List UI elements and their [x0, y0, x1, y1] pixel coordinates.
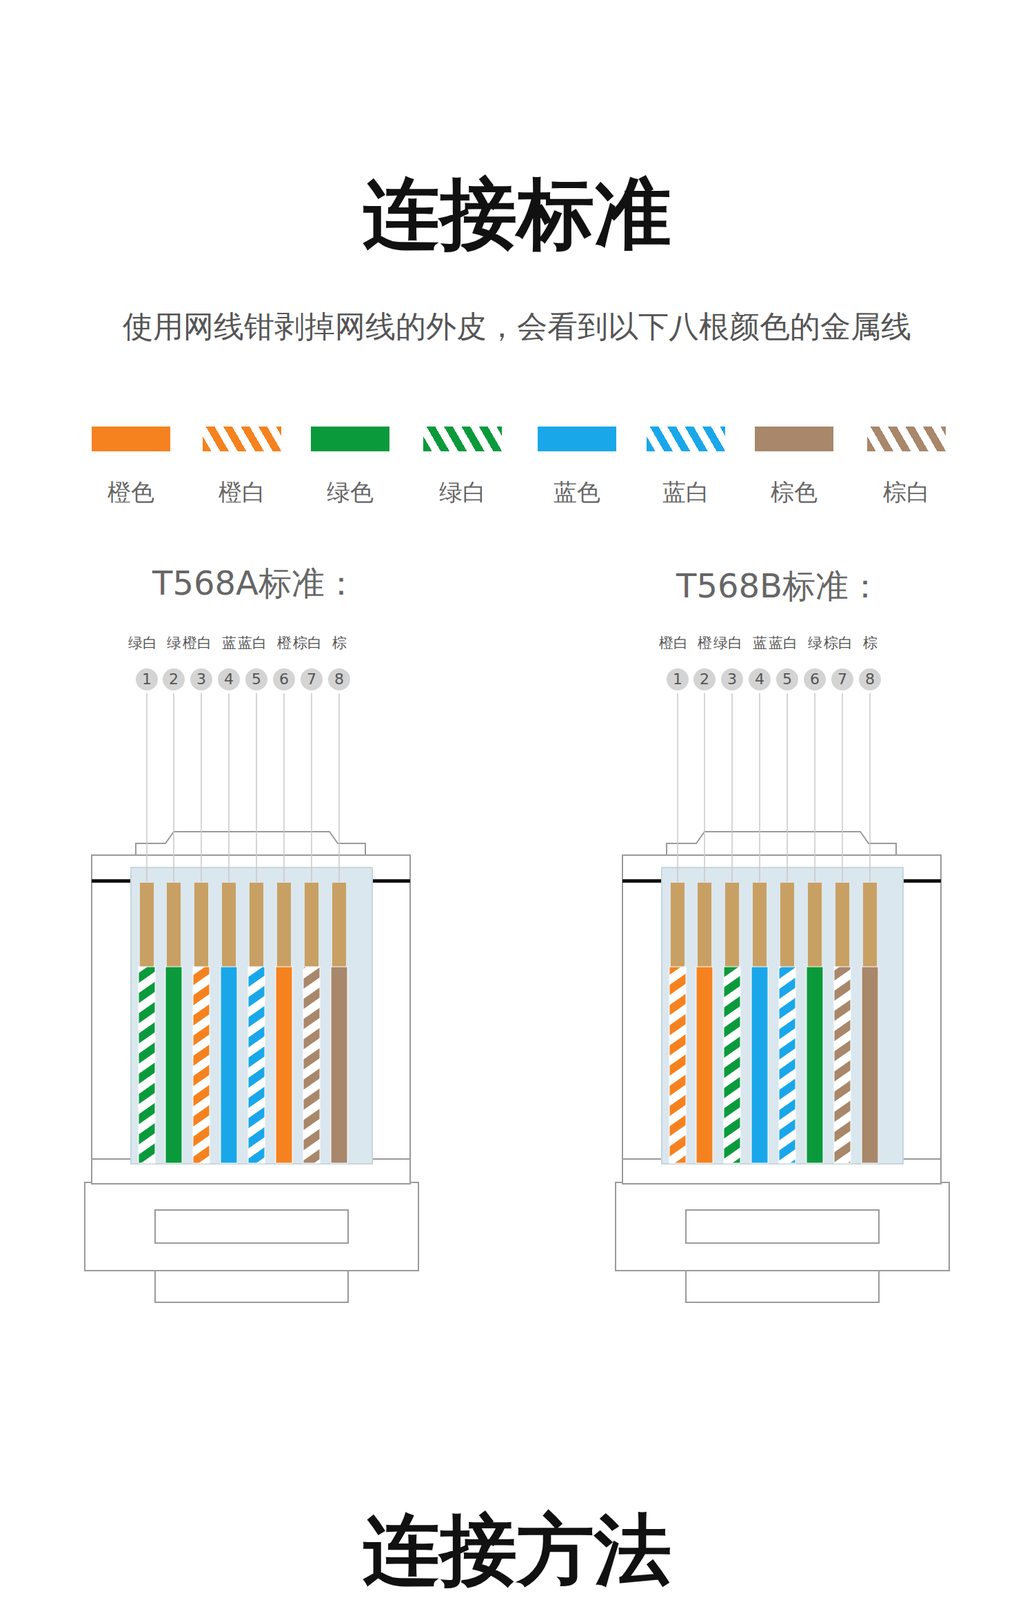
legend-text: 绿色: [326, 477, 374, 509]
wire-name: 橙白: [659, 633, 688, 653]
legend-text: 蓝白: [662, 477, 710, 509]
wire-name: 棕: [332, 633, 347, 653]
wire-name: 蓝白: [237, 633, 267, 653]
pin-number: 3: [188, 667, 214, 693]
color-swatch: [202, 426, 282, 452]
pin-number: 2: [161, 667, 187, 693]
wire-name: 绿: [166, 633, 182, 653]
color-swatch: [537, 426, 617, 452]
pin-number: 1: [134, 667, 160, 693]
pin-number: 4: [747, 667, 773, 693]
pin-number: 5: [244, 667, 269, 693]
pin-number: 7: [829, 667, 855, 693]
wire-name: 蓝白: [768, 633, 798, 653]
legend-text: 蓝色: [553, 477, 601, 509]
color-swatch: [310, 426, 390, 452]
pin-number: 1: [665, 667, 691, 693]
color-swatch: [646, 426, 726, 452]
color-swatch: [754, 426, 834, 452]
pin-number: 3: [719, 667, 745, 693]
wire-name: 绿白: [128, 633, 158, 653]
pin-number: 5: [774, 667, 800, 693]
pin-number: 4: [216, 667, 242, 693]
wire-name: 绿: [807, 633, 823, 653]
wire-name: 橙: [697, 633, 713, 653]
wire-name: 棕白: [823, 633, 853, 653]
pin-number: 6: [802, 667, 828, 693]
heading: 连接标准: [362, 162, 672, 267]
pin-number: 7: [299, 667, 324, 693]
wire-name: 橙白: [182, 633, 212, 653]
legend-text: 绿白: [439, 477, 486, 509]
wire-name: 蓝: [221, 633, 237, 653]
subtitle: 使用网线钳剥掉网线的外皮，会看到以下八根颜色的金属线: [122, 306, 912, 348]
pin-number: 2: [692, 667, 717, 693]
wire-name: 棕: [863, 633, 878, 653]
standard-heading: T568A标准：: [152, 561, 358, 606]
pin-number: 6: [271, 667, 297, 693]
legend-text: 棕白: [883, 477, 930, 509]
wire-name: 蓝: [752, 633, 768, 653]
legend-text: 橙色: [107, 477, 155, 509]
legend-text: 橙白: [218, 477, 266, 509]
color-swatch: [91, 426, 171, 452]
pin-number: 8: [326, 667, 352, 693]
heading: 连接方法: [362, 1499, 672, 1600]
wire-name: 棕白: [292, 633, 322, 653]
wire-name: 绿白: [713, 633, 743, 653]
legend-text: 棕色: [770, 477, 818, 509]
color-swatch: [867, 426, 946, 452]
color-swatch: [423, 426, 502, 452]
standard-heading: T568B标准：: [676, 564, 882, 609]
pin-number: 8: [857, 667, 883, 693]
wire-name: 橙: [277, 633, 292, 653]
